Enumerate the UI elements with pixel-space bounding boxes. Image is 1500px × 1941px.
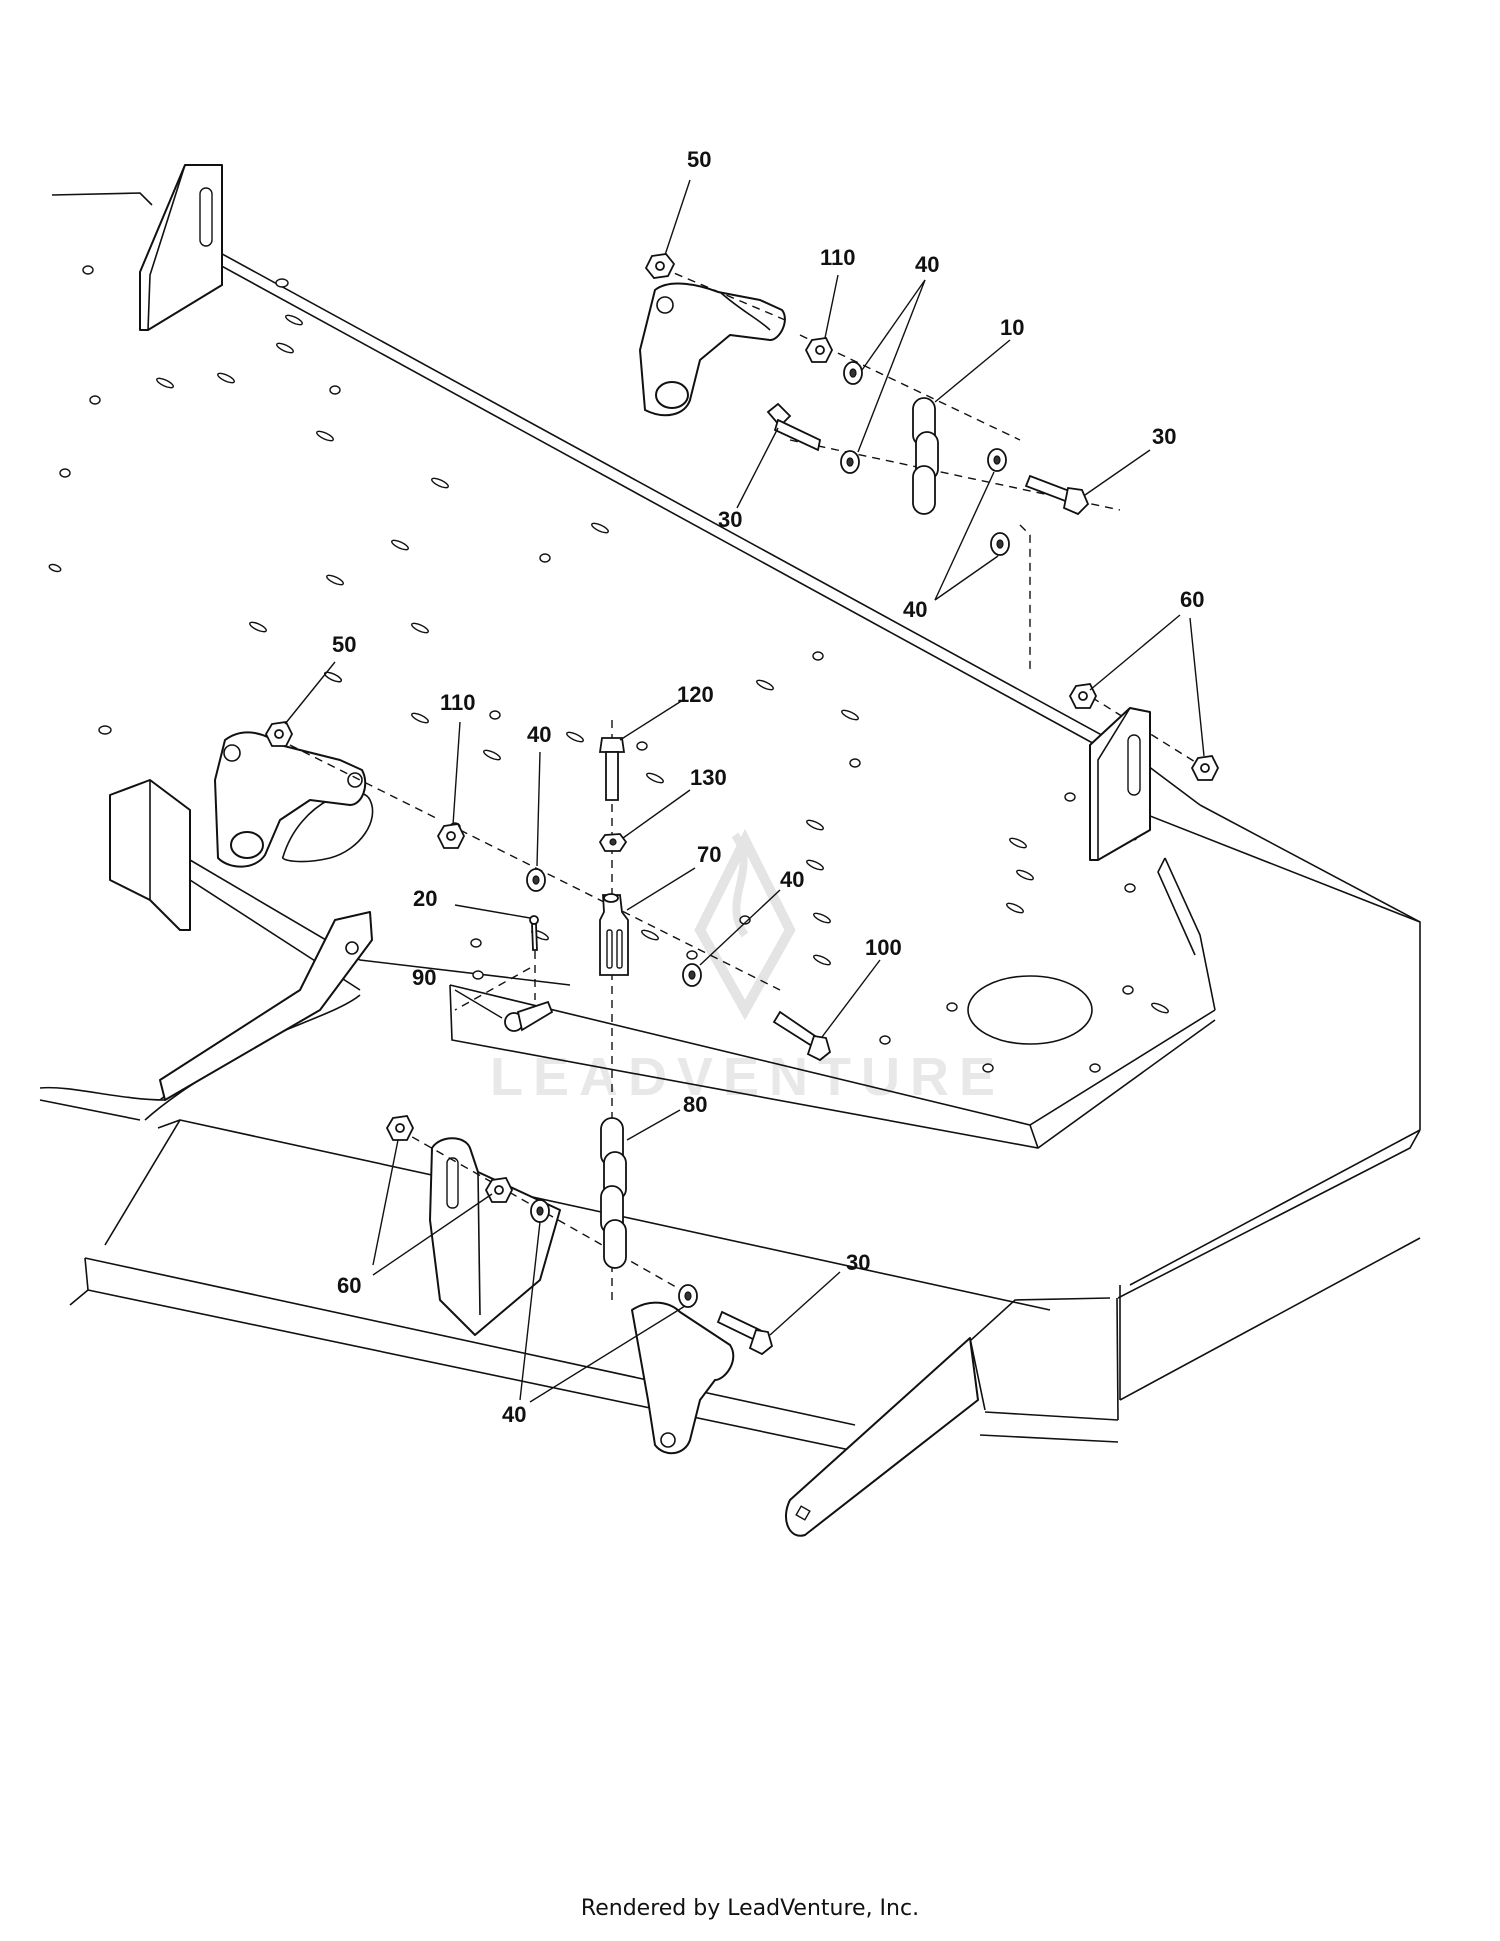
nut-60-upper-a xyxy=(1068,683,1098,709)
callouts: 50 110 40 10 30 30 40 60 50 110 40 120 1… xyxy=(332,147,1204,1427)
callout-50: 50 xyxy=(332,632,356,657)
callout-80: 80 xyxy=(683,1092,707,1117)
callout-40: 40 xyxy=(903,597,927,622)
clevis-70 xyxy=(599,893,629,976)
nut-60-lower-b xyxy=(484,1177,514,1203)
callout-130: 130 xyxy=(690,765,727,790)
callout-30: 30 xyxy=(846,1250,870,1275)
callout-20: 20 xyxy=(413,886,437,911)
callout-100: 100 xyxy=(865,935,902,960)
nut-130 xyxy=(598,833,628,852)
cotter-pin-20 xyxy=(529,915,539,951)
footer-credit: Rendered by LeadVenture, Inc. xyxy=(580,1896,920,1921)
bolt-30-upper-right xyxy=(1024,474,1090,516)
chain-10 xyxy=(912,397,939,515)
middle-linkage-assembly xyxy=(214,720,832,1170)
upper-chain-assembly xyxy=(639,253,1220,861)
callout-40: 40 xyxy=(915,252,939,277)
deck-holes xyxy=(48,265,1169,1073)
nut-110-middle xyxy=(436,823,466,849)
leader-lines xyxy=(284,179,1205,1403)
watermark: LEADVENTURE xyxy=(490,828,995,1107)
clevis-pin-90 xyxy=(504,1000,554,1032)
bolt-120 xyxy=(598,737,626,801)
callout-110: 110 xyxy=(820,245,856,270)
nut-60-upper-b xyxy=(1190,755,1220,781)
bolt-100 xyxy=(772,1010,832,1062)
nut-60-lower-a xyxy=(385,1115,415,1141)
callout-40: 40 xyxy=(527,722,551,747)
nut-50-middle xyxy=(264,721,294,747)
callout-30: 30 xyxy=(718,507,742,532)
lower-chain-assembly xyxy=(385,1115,774,1455)
callout-90: 90 xyxy=(412,965,436,990)
callout-40: 40 xyxy=(780,867,804,892)
bolt-30-upper-left xyxy=(766,402,822,452)
callout-60: 60 xyxy=(1180,587,1204,612)
callout-60: 60 xyxy=(337,1273,361,1298)
bolt-30-lower xyxy=(716,1310,774,1356)
callout-50: 50 xyxy=(687,147,711,172)
callout-40: 40 xyxy=(502,1402,526,1427)
nut-50-upper xyxy=(644,253,676,279)
callout-10: 10 xyxy=(1000,315,1024,340)
callout-30: 30 xyxy=(1152,424,1176,449)
callout-120: 120 xyxy=(677,682,714,707)
chain-80 xyxy=(600,1117,627,1269)
callout-110: 110 xyxy=(440,690,476,715)
nut-110-upper xyxy=(804,337,834,363)
callout-70: 70 xyxy=(697,842,721,867)
mower-deck xyxy=(39,164,1421,1537)
